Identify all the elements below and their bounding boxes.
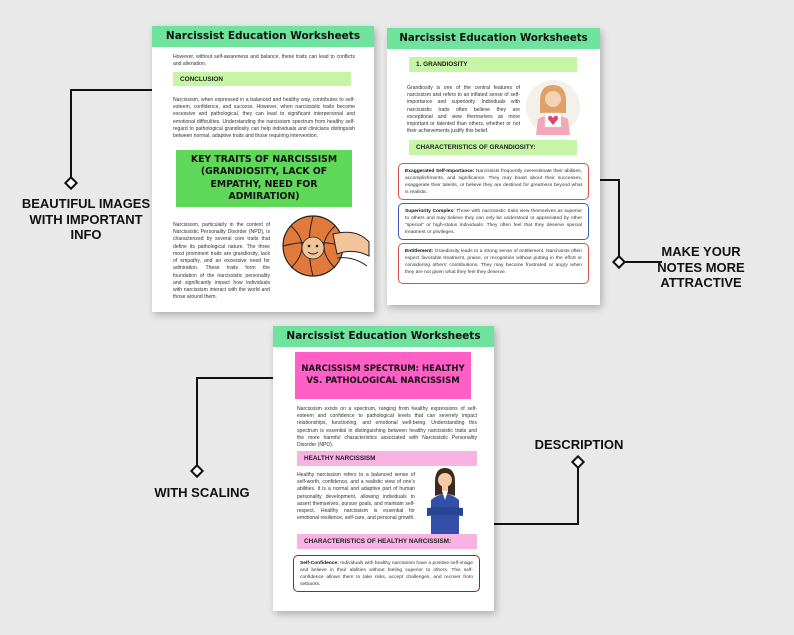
connector-with-scaling <box>196 377 300 471</box>
connector-dot-description <box>570 454 586 470</box>
key-traits-text: Narcissism, particularly in the context … <box>173 222 270 301</box>
worksheet-page-1: Narcissist Education Worksheets However,… <box>152 26 374 312</box>
connector-dot-with-scaling <box>189 463 205 479</box>
worksheet-page-3: Narcissist Education Worksheets NARCISSI… <box>273 326 494 611</box>
woman-holding-heart-illustration <box>526 80 580 135</box>
connector-dot-make-notes <box>611 254 627 270</box>
superiority-complex-box: Superiority Complex: Those with narcissi… <box>398 203 589 240</box>
callout-with-scaling: WITH SCALING <box>154 485 250 500</box>
characteristics-grandiosity-label: CHARACTERISTICS OF GRANDIOSITY: <box>409 140 577 155</box>
connector-description <box>482 462 579 525</box>
conclusion-label: CONCLUSION <box>173 72 351 86</box>
spectrum-intro: Narcissism exists on a spectrum, ranging… <box>297 406 477 449</box>
box-text: Those with narcissistic traits view them… <box>405 209 582 235</box>
characteristics-healthy-label: CHARACTERISTICS OF HEALTHY NARCISSISM: <box>297 534 477 549</box>
intro-text: However, without self-awareness and bala… <box>173 54 355 68</box>
grandiosity-label: 1. GRANDIOSITY <box>409 57 577 72</box>
exaggerated-self-importance-box: Exaggerated Self-Importance: Narcissists… <box>398 163 589 200</box>
grandiosity-intro: Grandiosity is one of the central featur… <box>407 85 520 135</box>
key-traits-title: KEY TRAITS OF NARCISSISM (GRANDIOSITY, L… <box>176 150 352 207</box>
page-header: Narcissist Education Worksheets <box>273 326 494 347</box>
page-header: Narcissist Education Worksheets <box>152 26 374 47</box>
businesswoman-illustration <box>427 468 463 534</box>
box-text: Narcissists frequently overestimate thei… <box>405 169 582 195</box>
box-text: Individuals with healthy narcissism have… <box>300 561 473 587</box>
page-header: Narcissist Education Worksheets <box>387 28 600 49</box>
callout-beautiful-images: BEAUTIFUL IMAGES WITH IMPORTANT INFO <box>21 196 151 243</box>
conclusion-text: Narcissism, when expressed in a balanced… <box>173 97 355 140</box>
healthy-narcissism-label: HEALTHY NARCISSISM <box>297 451 477 466</box>
connector-dot-beautiful-images <box>63 175 79 191</box>
box-title: Self-Confidence: <box>300 561 339 566</box>
box-title: Exaggerated Self-Importance: <box>405 169 475 174</box>
spectrum-title: NARCISSISM SPECTRUM: HEALTHY VS. PATHOLO… <box>295 352 471 399</box>
basketball-illustration <box>282 215 370 277</box>
callout-make-notes: MAKE YOUR NOTES MORE ATTRACTIVE <box>657 244 745 291</box>
box-title: Superiority Complex: <box>405 209 455 214</box>
entitlement-box: Entitlement: Grandiosity leads to a stro… <box>398 243 589 284</box>
worksheet-page-2: Narcissist Education Worksheets 1. GRAND… <box>387 28 600 305</box>
connector-beautiful-images <box>70 89 172 183</box>
healthy-narcissism-text: Healthy narcissism refers to a balanced … <box>297 472 415 522</box>
self-confidence-box: Self-Confidence: Individuals with health… <box>293 555 480 592</box>
callout-description: DESCRIPTION <box>534 437 624 452</box>
box-text: Grandiosity leads to a strong sense of e… <box>405 249 582 275</box>
box-title: Entitlement: <box>405 249 434 254</box>
